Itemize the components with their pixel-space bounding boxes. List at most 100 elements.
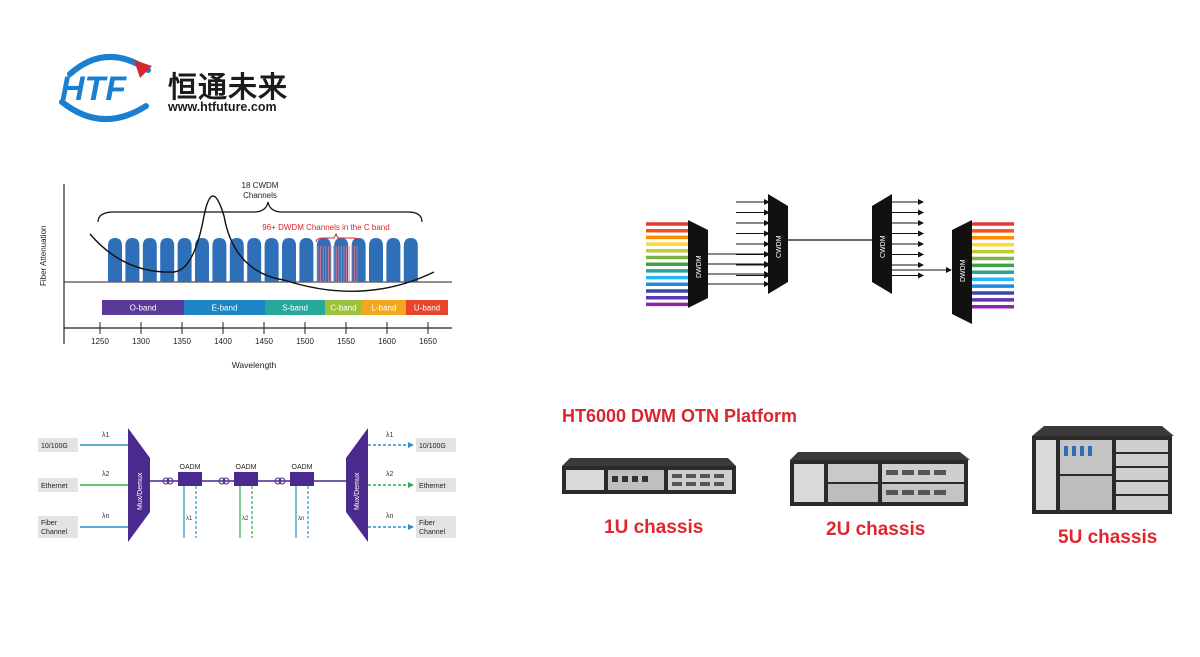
band-label: C-band (330, 304, 356, 313)
rainbow-right (970, 222, 1014, 309)
oadm-node (178, 472, 202, 486)
x-tick-label: 1550 (337, 337, 355, 346)
cwdm-channel (195, 238, 209, 282)
band-label: U-band (414, 304, 440, 313)
band-segment-l-band (362, 300, 406, 315)
band-segment-o-band (102, 300, 184, 315)
band-segment-e-band (184, 300, 265, 315)
spectrum-diagram: Fiber Attenuation 18 CWDM Channels 96+ D… (39, 181, 452, 370)
arrows-left (708, 199, 770, 287)
chassis-1u-image (562, 458, 736, 494)
cwdm-channel (264, 238, 279, 282)
logo: HTF 恒通未来 www.htfuture.com (52, 48, 302, 128)
band-segment-u-band (406, 300, 448, 315)
x-axis-label: Wavelength (232, 360, 277, 370)
attenuation-curve (89, 195, 435, 292)
fiber-coil (218, 477, 226, 485)
input-label-3b: Channel (41, 529, 68, 536)
arrow-head (918, 199, 924, 205)
x-tick-label: 1400 (214, 337, 232, 346)
x-tick-label: 1450 (255, 337, 273, 346)
mux-demux-right (346, 428, 368, 542)
cwdm-channel (247, 238, 262, 282)
cwdm-left-block (768, 194, 788, 294)
arrow-head (764, 241, 770, 247)
dwdm-brace (315, 232, 361, 243)
chassis-2u-label: 2U chassis (826, 519, 926, 540)
arrow-head (918, 272, 924, 279)
fiber-coil (166, 477, 174, 485)
lambda-right-3: λn (386, 513, 394, 520)
oadm-node (234, 472, 258, 486)
arrow-head (918, 230, 924, 237)
cwdm-channel (282, 238, 296, 282)
band-segment-s-band (265, 300, 325, 315)
band-label: S-band (282, 304, 308, 313)
mux-demux-left (128, 428, 150, 542)
band-label: E-band (212, 304, 238, 313)
arrow-head (946, 267, 952, 273)
logo-mark-icon: HTF (59, 54, 152, 122)
cwdm-right-label: CWDM (880, 235, 887, 258)
dwdm-left-block (688, 220, 708, 308)
logo-mark-text: HTF (60, 70, 127, 108)
chassis-2u-image (790, 452, 970, 506)
fiber-coil (274, 477, 282, 485)
oadm-nodes: OADM λ1 OADM λ2 OADM λn (162, 464, 314, 538)
x-tick-label: 1500 (296, 337, 314, 346)
platform-title: HT6000 DWM OTN Platform (562, 406, 798, 426)
cwdm-channel (299, 238, 314, 282)
chassis-5u-label: 5U chassis (1058, 527, 1158, 548)
lambda-left-3: λn (102, 513, 110, 520)
cwdm-channel (142, 238, 157, 282)
cwdm-channel (125, 238, 140, 282)
cwdm-channel (403, 238, 418, 282)
output-label-box-1 (416, 438, 456, 452)
output-label-3: Fiber (419, 520, 436, 527)
cwdm-channel (386, 238, 401, 282)
oadm-label: OADM (236, 464, 257, 471)
logo-name: 恒通未来 (168, 70, 289, 104)
dwdm-label: 96+ DWDM Channels in the C band (262, 223, 389, 232)
arrow-head (764, 281, 770, 287)
arrow-head (918, 241, 924, 247)
fiber-coil (278, 477, 286, 485)
x-tick-label: 1250 (91, 337, 109, 346)
chassis-1u-label: 1U chassis (604, 517, 704, 538)
input-label-box-3 (38, 516, 78, 538)
mux-right-label: Mux/Demux (354, 472, 361, 510)
arrow-head (764, 199, 770, 205)
dwdm-left-label: DWDM (696, 255, 703, 278)
arrow-head (918, 209, 924, 216)
cwdm-channel (177, 238, 192, 282)
dwdm-lines (317, 246, 358, 282)
cwdm-channel (212, 238, 227, 282)
cwdm-channel (369, 238, 383, 282)
arrow-head (764, 261, 770, 267)
fiber-coil (162, 477, 170, 485)
oadm-node (290, 472, 314, 486)
fiber-coil (222, 477, 230, 485)
cwdm-channel (229, 238, 244, 282)
oadm-lambda: λ2 (242, 516, 249, 522)
arrow-head (764, 271, 770, 277)
arrow-head (764, 209, 770, 216)
cwdm-channel (351, 238, 366, 282)
arrow-head (918, 220, 924, 226)
cwdm-channel (160, 238, 175, 282)
band-segment-c-band (325, 300, 362, 315)
mux-diagram: DWDM CWDM CWDM DWDM (646, 194, 1014, 324)
input-label-1: 10/100G (41, 443, 68, 450)
band-label: L-band (372, 304, 397, 313)
oadm-lambda: λn (298, 516, 304, 522)
lambda-right-1: λ1 (386, 432, 394, 439)
output-label-box-3 (416, 516, 456, 538)
x-tick-label: 1650 (419, 337, 437, 346)
x-tick-label: 1350 (173, 337, 191, 346)
lambda-left-2: λ2 (102, 471, 110, 478)
oadm-label: OADM (292, 464, 313, 471)
oadm-lambda: λ1 (186, 516, 193, 522)
oadm-label: OADM (180, 464, 201, 471)
